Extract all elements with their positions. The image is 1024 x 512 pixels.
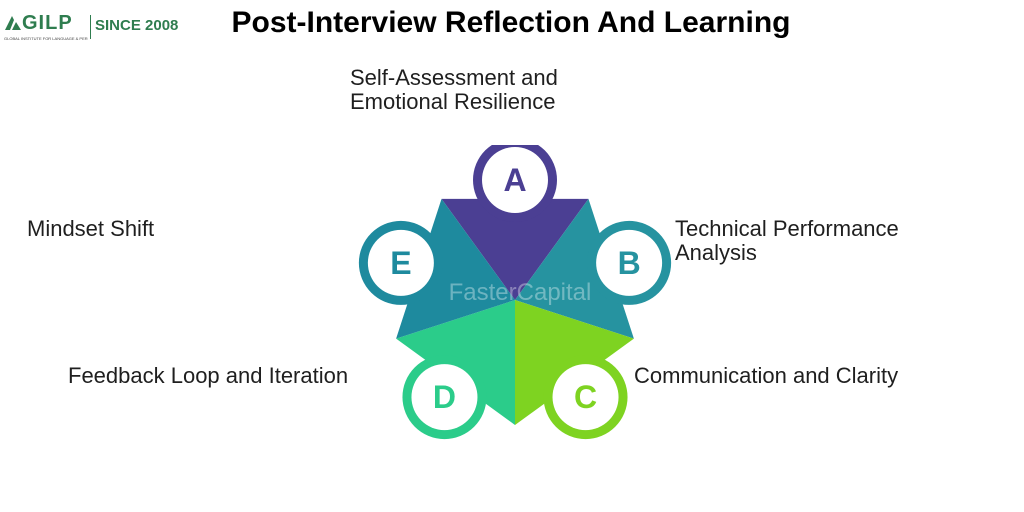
segment-e xyxy=(396,198,515,339)
logo-mark-icon xyxy=(5,16,21,30)
label-d-line1: Feedback Loop and Iteration xyxy=(68,363,349,388)
label-e: Mindset Shift xyxy=(27,217,154,241)
label-b: Technical Performance Analysis xyxy=(675,217,899,265)
gilp-logo[interactable]: GILP GLOBAL INSTITUTE FOR LANGUAGE & PER… xyxy=(4,12,179,42)
badge-letter-a: A xyxy=(503,162,526,198)
logo-subtitle: GLOBAL INSTITUTE FOR LANGUAGE & PERSONAL… xyxy=(4,36,88,41)
letter-badges: A B C D E xyxy=(358,145,672,440)
header: GILP GLOBAL INSTITUTE FOR LANGUAGE & PER… xyxy=(0,0,1024,48)
watermark: FasterCapital xyxy=(449,279,592,306)
badge-letter-e: E xyxy=(390,245,411,281)
label-a-line2: Emotional Resilience xyxy=(350,89,556,114)
page-title: Post-Interview Reflection And Learning xyxy=(231,6,791,39)
badge-e: E xyxy=(358,220,443,305)
badge-a: A xyxy=(473,145,557,222)
label-a-line1: Self-Assessment and xyxy=(350,65,558,90)
label-c: Communication and Clarity xyxy=(634,364,898,388)
label-b-line2: Analysis xyxy=(675,240,757,265)
since-label: SINCE 2008 xyxy=(95,17,179,34)
label-e-line1: Mindset Shift xyxy=(27,216,155,241)
label-a: Self-Assessment and Emotional Resilience xyxy=(350,66,558,114)
logo-text: GILP xyxy=(22,12,73,34)
label-d: Feedback Loop and Iteration xyxy=(68,364,348,388)
badge-letter-d: D xyxy=(433,379,456,415)
segment-b xyxy=(515,198,634,339)
badge-letter-c: C xyxy=(574,379,597,415)
logo-divider xyxy=(90,15,91,39)
segment-a xyxy=(441,198,589,300)
label-c-line1: Communication and Clarity xyxy=(634,363,899,388)
badge-d: D xyxy=(402,355,487,440)
label-b-line1: Technical Performance xyxy=(675,216,899,241)
badge-letter-b: B xyxy=(618,245,641,281)
pentagon-diagram: FasterCapital A B C D E xyxy=(358,145,672,440)
badge-b: B xyxy=(587,220,672,305)
badge-c: C xyxy=(543,355,628,440)
